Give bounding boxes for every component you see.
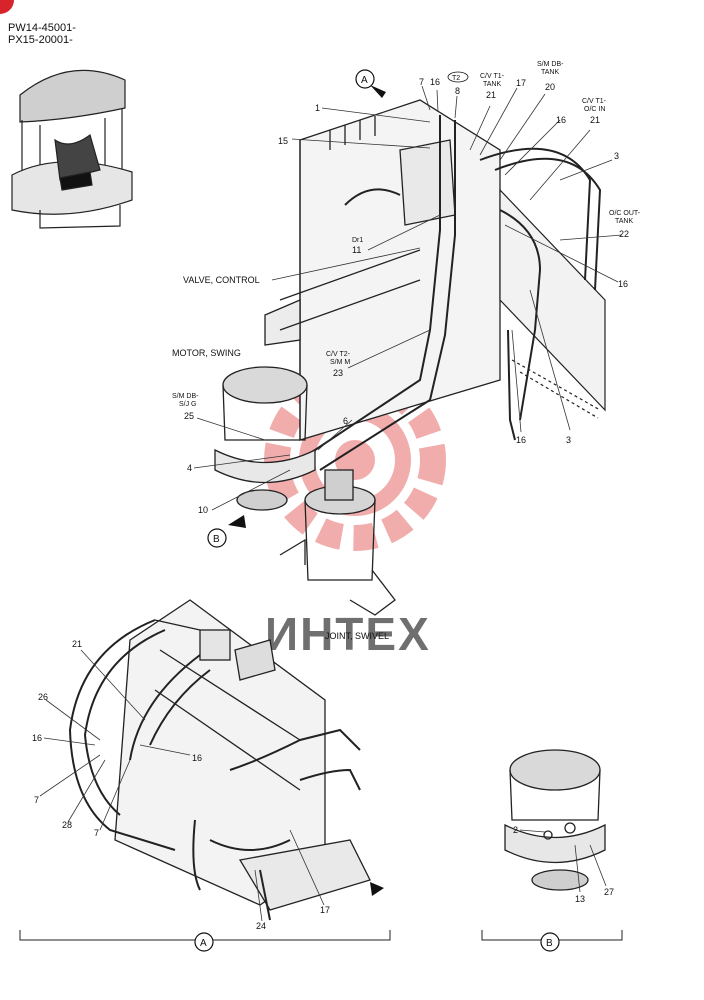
callout-27: 27 xyxy=(604,887,614,897)
model-range-1: PW14-45001- xyxy=(8,22,76,34)
oil-cooler xyxy=(499,188,606,419)
swing-motor xyxy=(214,366,316,511)
leader-lines-upper xyxy=(193,85,623,511)
machine-thumbnail xyxy=(11,69,133,229)
callout-28: 28 xyxy=(62,820,72,830)
view-a-marker xyxy=(355,69,375,89)
callout-3a: 3 xyxy=(614,151,619,161)
callout-3b: 3 xyxy=(566,435,571,445)
callout-17b: 17 xyxy=(320,905,330,915)
callout-16f: 16 xyxy=(192,753,202,763)
view-b-marker-label: B xyxy=(213,534,220,545)
view-b-arrow xyxy=(228,515,246,528)
callout-20: 20 xyxy=(545,82,555,92)
callout-23: 23 xyxy=(333,368,343,378)
callout-16e: 16 xyxy=(32,733,42,743)
callout-17a: 17 xyxy=(516,78,526,88)
callout-22: 22 xyxy=(619,229,629,239)
callout-4: 4 xyxy=(187,463,192,473)
detail-a-valve-body xyxy=(114,599,371,911)
label-valve-control: VALVE, CONTROL xyxy=(183,275,260,285)
callout-oc-out-tank-1: O/C OUT- xyxy=(609,210,641,217)
detail-b-marker-label: B xyxy=(546,938,553,949)
detail-arrow xyxy=(370,882,384,896)
leader-lines-detail-b xyxy=(519,829,607,893)
callout-16d: 16 xyxy=(516,435,526,445)
callout-cv-t1-tank-1: C/V T1- xyxy=(480,73,505,80)
callout-16a: 16 xyxy=(430,77,440,87)
callout-cv-t2-sm-2: S/M M xyxy=(330,359,350,366)
view-b-marker xyxy=(207,528,227,548)
callout-10: 10 xyxy=(198,505,208,515)
callout-26: 26 xyxy=(38,692,48,702)
callout-1: 1 xyxy=(315,103,320,113)
detail-a-hoses xyxy=(68,619,361,921)
callout-oc-out-tank-2: TANK xyxy=(615,218,633,225)
detail-a-marker xyxy=(194,932,214,952)
t2-tag-label: T2 xyxy=(452,75,460,82)
callout-7b: 7 xyxy=(34,795,39,805)
view-a-marker-label: A xyxy=(361,75,368,86)
callout-cv-t1-oc-in-2: O/C IN xyxy=(584,106,605,113)
model-range-2: PX15-20001- xyxy=(8,34,73,46)
callout-21c: 21 xyxy=(72,639,82,649)
callout-11: 11 xyxy=(352,245,361,255)
watermark-text: ИНТЕХ xyxy=(265,608,431,660)
callout-25: 25 xyxy=(184,411,194,421)
callout-16c: 16 xyxy=(618,279,628,289)
callout-cv-t1-tank-2: TANK xyxy=(483,81,501,88)
callout-13: 13 xyxy=(575,894,585,904)
callout-dr1: Dr1 xyxy=(352,237,363,244)
callout-sm-db-tank-1: S/M DB- xyxy=(537,61,564,68)
callout-cv-t2-sm-1: C/V T2- xyxy=(326,351,351,358)
callout-7c: 7 xyxy=(94,828,99,838)
leader-lines-detail-a xyxy=(39,649,325,922)
callout-15: 15 xyxy=(278,136,288,146)
callout-6: 6 xyxy=(343,416,348,426)
callout-cv-t1-oc-in-1: C/V T1- xyxy=(582,98,607,105)
label-motor-swing: MOTOR, SWING xyxy=(172,348,241,358)
callout-24: 24 xyxy=(256,921,266,931)
callout-sm-db-sjg-1: S/M DB- xyxy=(172,393,199,400)
callout-sm-db-tank-2: TANK xyxy=(541,69,559,76)
swivel-joint xyxy=(279,469,396,616)
view-a-arrow xyxy=(370,85,386,98)
t2-tag xyxy=(447,71,469,83)
callout-sm-db-sjg-2: S/J G xyxy=(179,401,197,408)
callout-21b: 21 xyxy=(590,115,600,125)
detail-b-swing-motor xyxy=(504,749,606,891)
callout-8: 8 xyxy=(455,86,460,96)
corner-marker xyxy=(0,0,14,14)
callout-21a: 21 xyxy=(486,90,496,100)
callout-16b: 16 xyxy=(556,115,566,125)
callout-2: 2 xyxy=(513,825,518,835)
detail-b-marker xyxy=(540,932,560,952)
label-joint-swivel: JOINT, SWIVEL xyxy=(325,631,389,641)
detail-a-marker-label: A xyxy=(200,938,207,949)
callout-7a: 7 xyxy=(419,77,424,87)
